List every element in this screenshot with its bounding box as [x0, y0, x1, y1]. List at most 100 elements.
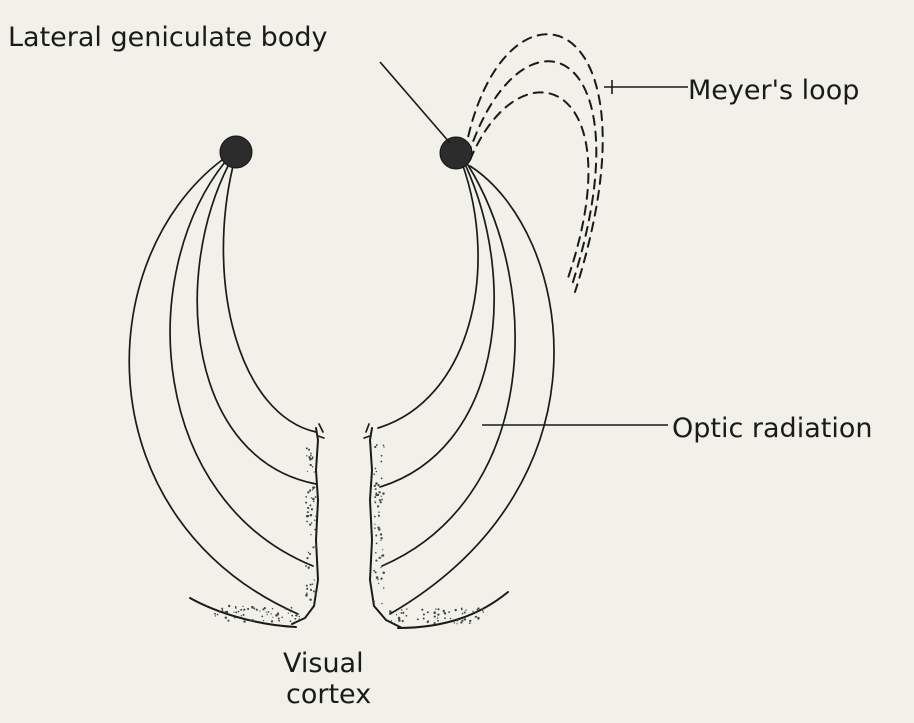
stipple-dot [278, 620, 280, 622]
stipple-dot [402, 612, 404, 614]
stipple-dot [308, 456, 310, 458]
stipple-dot [242, 606, 243, 607]
stipple-dot [272, 608, 273, 609]
stipple-dot [306, 592, 308, 594]
stipple-dot [378, 511, 380, 513]
stipple-dot [406, 615, 408, 617]
right-fiber-3 [380, 164, 494, 487]
stipple-dot [253, 608, 255, 610]
stipple-dot [444, 617, 446, 619]
stipple-dot [382, 554, 384, 556]
stipple-dot [315, 516, 317, 518]
stipple-dot [309, 553, 311, 555]
stipple-dot [278, 618, 280, 620]
lgn-leader-line [380, 62, 450, 143]
stipple-dot [377, 505, 379, 507]
stipple-dot [374, 446, 376, 448]
stipple-dot [433, 611, 436, 614]
stipple-dot [309, 504, 311, 506]
stipple-dot [308, 567, 310, 569]
left-fiber-3 [197, 164, 316, 484]
stipple-dot [375, 502, 377, 504]
stipple-dot [383, 447, 384, 448]
stipple-dot [375, 482, 378, 485]
stipple-dot [312, 486, 315, 489]
stipple-dot [380, 501, 382, 503]
stipple-dot [305, 565, 307, 567]
stipple-dot [233, 612, 234, 613]
stipple-dot [475, 616, 477, 618]
stipple-dot [266, 611, 267, 612]
visual-cortex-label-line2: cortex [286, 679, 371, 710]
stipple-dot [381, 603, 382, 604]
stipple-dot [477, 607, 479, 609]
stipple-dot [383, 444, 385, 446]
stipple-dot [306, 515, 309, 518]
stipple-dot [271, 620, 273, 622]
stipple-dot [373, 473, 375, 475]
right-cortex-floor [398, 592, 508, 628]
stipple-dot [310, 584, 312, 586]
stipple-dot [383, 587, 385, 589]
stipple-dot [376, 576, 379, 579]
stipple-dot [308, 563, 309, 564]
stipple-dot [285, 608, 287, 610]
stipple-dot [461, 609, 463, 611]
stipple-dot [482, 610, 483, 611]
stipple-dot [381, 478, 383, 480]
stipple-dot [423, 618, 425, 620]
stipple-dot [437, 617, 438, 618]
stipple-dot [373, 570, 375, 572]
stipple-dot [312, 466, 314, 468]
left-fiber-1 [129, 160, 298, 614]
stipple-dot [380, 540, 381, 541]
left-fiber-4 [223, 166, 316, 432]
stipple-dot [382, 572, 385, 575]
stipple-dot [306, 455, 307, 456]
stipple-dot [380, 533, 382, 535]
stipple-dot [215, 615, 216, 616]
stipple-dot [298, 618, 300, 620]
stipple-dot [380, 557, 381, 558]
stipple-dot [423, 613, 425, 615]
stipple-dot [469, 620, 471, 622]
stipple-dot [261, 616, 263, 618]
stipple-dot [460, 621, 462, 623]
stipple-dot [291, 615, 293, 617]
stipple-dot [311, 458, 313, 460]
stipple-dot [262, 608, 264, 610]
stipple-dot [314, 529, 316, 531]
stipple-dot [290, 620, 292, 622]
stipple-dot [469, 622, 471, 624]
stipple-dot [313, 500, 315, 502]
stipple-dot [222, 609, 223, 610]
stipple-dot [312, 489, 313, 490]
stipple-dot [435, 608, 436, 609]
stipple-dot [312, 498, 315, 501]
stipple-dot [380, 537, 382, 539]
stipple-dot [259, 610, 260, 611]
stipple-dot [308, 449, 310, 451]
stipple-dot [310, 515, 312, 517]
stipple-dot [437, 608, 439, 610]
stipple-dot [235, 607, 237, 609]
stipple-dot [314, 471, 315, 472]
stipple-dot [306, 447, 308, 449]
stipple-dot [378, 491, 380, 493]
stipple-dot [307, 471, 308, 472]
stipple-dot [376, 543, 378, 545]
stipple-dot [376, 444, 378, 446]
stipple-dot [310, 464, 312, 466]
stipple-dot [225, 617, 227, 619]
stipple-dot [312, 583, 314, 585]
stipple-dot [455, 609, 457, 611]
stipple-dot [434, 616, 436, 618]
right-fiber-1 [390, 166, 554, 614]
stipple-dot [268, 611, 270, 613]
stipple-dot [243, 614, 245, 616]
stipple-dot [222, 610, 224, 612]
stipple-dot [377, 484, 379, 486]
stipple-dot [252, 619, 254, 621]
stipple-dot [464, 611, 466, 613]
